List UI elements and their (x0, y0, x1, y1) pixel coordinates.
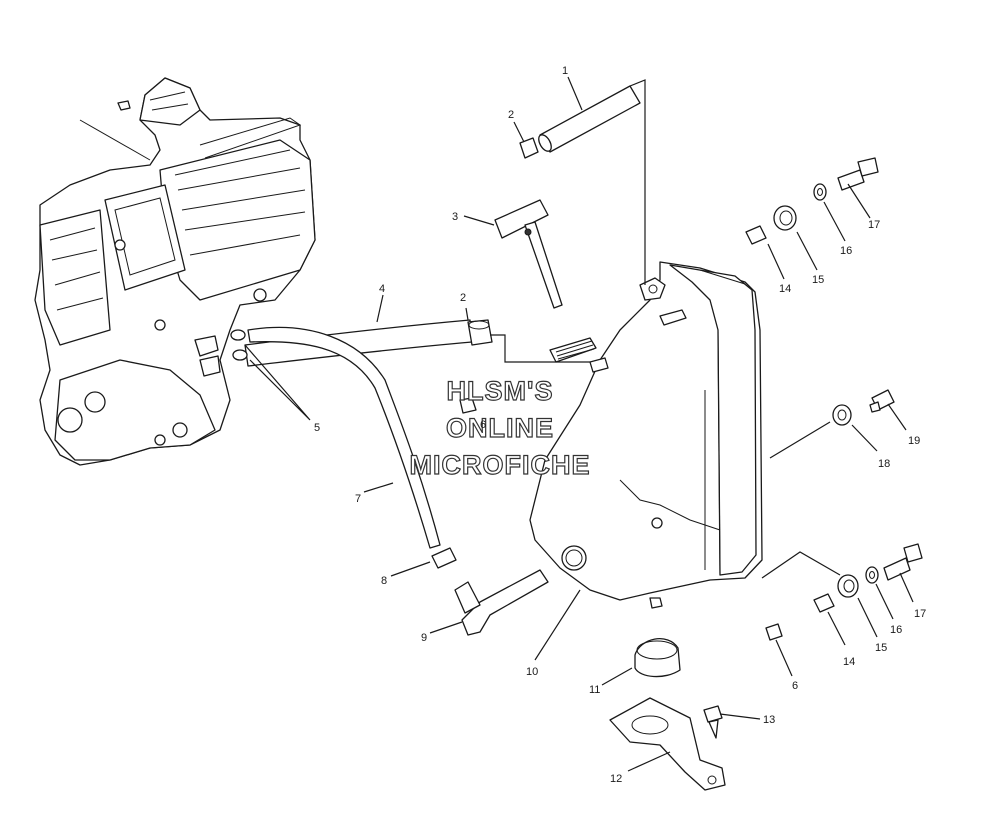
clamp-2-top (519, 137, 539, 159)
hose-7 (247, 326, 441, 549)
callout-11: 11 (589, 684, 600, 696)
fitting-19 (869, 389, 895, 413)
callout-8: 8 (381, 575, 387, 587)
clamp-8 (431, 547, 457, 569)
callout-18: 18 (878, 458, 890, 470)
callout-2: 2 (460, 292, 466, 304)
callout-15: 15 (875, 642, 887, 654)
bushing-14-top (745, 225, 767, 245)
nut-6-right (765, 623, 783, 641)
watermark: HLSM'S ONLINE MICROFICHE (409, 375, 591, 480)
callout-14: 14 (779, 283, 791, 295)
callout-15: 15 (812, 274, 824, 286)
callout-13: 13 (763, 714, 775, 726)
callout-1: 1 (562, 65, 568, 77)
callout-16: 16 (840, 245, 852, 257)
dipstick-3 (494, 199, 563, 309)
callout-19: 19 (908, 435, 920, 447)
callout-3: 3 (452, 211, 458, 223)
callout-9: 9 (421, 632, 427, 644)
callout-4: 4 (379, 283, 385, 295)
clamp-5 (230, 329, 248, 361)
washer-16-top (813, 183, 827, 201)
callout-6: 6 (480, 419, 486, 431)
watermark-line-2: ONLINE (446, 413, 554, 443)
tube-1 (538, 85, 641, 153)
callout-6: 6 (792, 680, 798, 692)
callout-5: 5 (314, 422, 320, 434)
callout-2: 2 (508, 109, 514, 121)
callout-17: 17 (868, 219, 880, 231)
bolt-17-top (837, 157, 879, 191)
oil-tank (529, 261, 763, 609)
callout-10: 10 (526, 666, 538, 678)
grommet-15-bottom (837, 574, 859, 598)
grommet-11 (634, 638, 681, 678)
screw-13 (703, 705, 723, 739)
watermark-line-1: HLSM'S (447, 376, 554, 406)
elbow-fitting-9 (454, 569, 549, 636)
watermark-line-3: MICROFICHE (410, 450, 591, 480)
callout-17: 17 (914, 608, 926, 620)
engine-assembly (34, 77, 316, 466)
clamp-2-hose (467, 319, 493, 346)
leader-lines (244, 76, 914, 772)
callout-12: 12 (610, 773, 622, 785)
nut-6-watermark (459, 397, 477, 414)
bracket-12 (609, 697, 726, 791)
washer-18 (832, 404, 852, 426)
grommet-15-top (773, 205, 797, 231)
bolt-17-bottom (883, 543, 923, 581)
callout-7: 7 (355, 493, 361, 505)
bushing-14-bottom (813, 593, 835, 613)
washer-16-bottom (865, 566, 879, 584)
callout-14: 14 (843, 656, 855, 668)
callout-labels: 1 2 3 4 2 5 6 7 8 9 10 11 12 13 6 14 15 … (314, 65, 926, 785)
callout-16: 16 (890, 624, 902, 636)
